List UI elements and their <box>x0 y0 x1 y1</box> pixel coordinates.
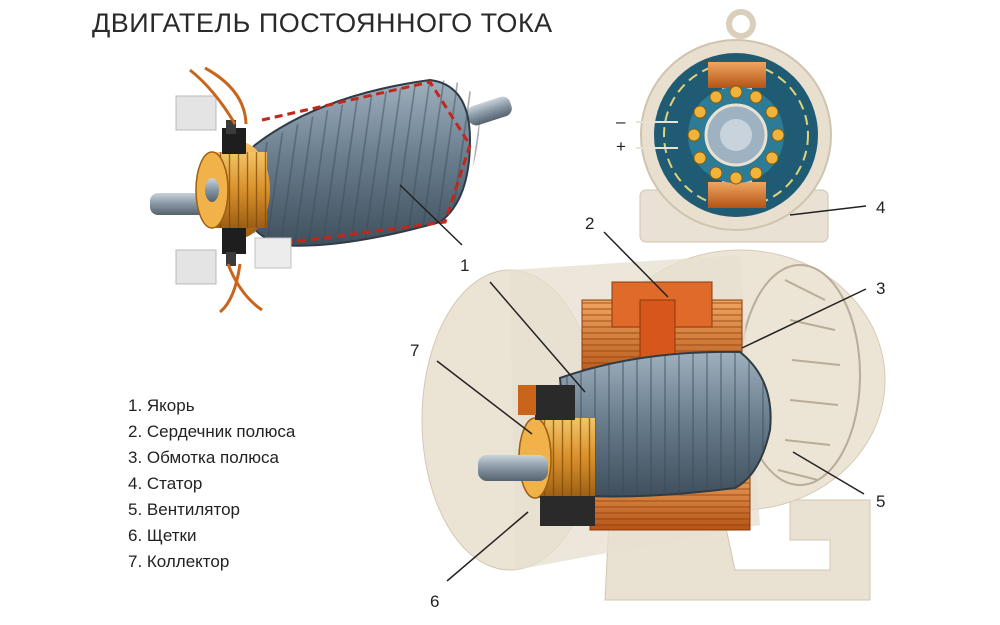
legend-item: 5. Вентилятор <box>128 500 240 519</box>
legend-item: 1. Якорь <box>128 396 195 415</box>
callout-6: 6 <box>430 592 439 611</box>
page-title: ДВИГАТЕЛЬ ПОСТОЯННОГО ТОКА <box>92 8 553 38</box>
motor-assembly <box>421 249 886 601</box>
legend-item: 7. Коллектор <box>128 552 230 571</box>
callout-3: 3 <box>876 279 885 298</box>
callout-5: 5 <box>876 492 885 511</box>
callout-4: 4 <box>876 198 885 217</box>
legend-item: 3. Обмотка полюса <box>128 448 279 467</box>
callout-1: 1 <box>460 256 469 275</box>
armature-illustration <box>150 66 512 314</box>
legend-item: 2. Сердечник полюса <box>128 422 296 441</box>
stator-cross-section: – + <box>616 9 832 243</box>
callout-7: 7 <box>410 341 419 360</box>
terminal-minus-label: – <box>616 112 626 131</box>
legend-item: 6. Щетки <box>128 526 197 545</box>
legend-list: 1. Якорь 2. Сердечник полюса 3. Обмотка … <box>128 393 295 575</box>
callout-2: 2 <box>585 214 594 233</box>
legend-item: 4. Статор <box>128 474 203 493</box>
terminal-plus-label: + <box>616 137 626 156</box>
leader-lines <box>399 184 867 582</box>
